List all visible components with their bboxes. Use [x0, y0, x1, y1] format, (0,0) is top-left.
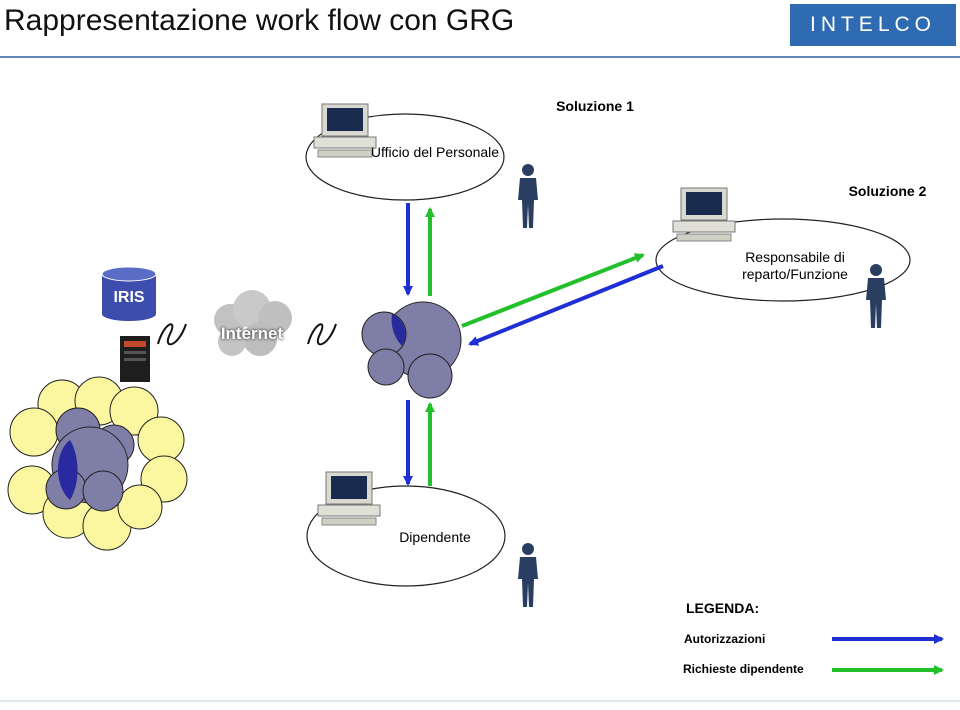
manager-computer-icon	[672, 187, 736, 242]
employee-computer-icon	[317, 471, 381, 526]
hr-office-label: Ufficio del Personale	[370, 144, 500, 160]
server-icon	[120, 336, 150, 382]
page-title: Rappresentazione work flow con GRG	[4, 4, 515, 37]
cloud-icon	[214, 290, 292, 356]
solution-1-label: Soluzione 1	[556, 98, 634, 114]
hr-person-icon	[518, 164, 538, 228]
employee-label: Dipendente	[399, 529, 471, 545]
employee-ellipse	[306, 485, 506, 587]
squiggle-left-icon	[157, 323, 187, 346]
hr-office-ellipse	[305, 113, 505, 201]
central-bubble-cluster	[361, 301, 462, 399]
manager-label: Responsabile di reparto/Funzione	[742, 249, 848, 282]
legend-authorization-label: Autorizzazioni	[684, 632, 766, 646]
legend-title: LEGENDA:	[686, 600, 760, 616]
manager-ellipse	[655, 218, 911, 302]
employee-person-icon	[518, 543, 538, 607]
left-bubble-cluster	[7, 376, 188, 551]
request-arrow-to-manager	[461, 253, 645, 328]
database-icon	[101, 266, 157, 321]
footer-divider	[0, 700, 960, 702]
solution-2-label: Soluzione 2	[848, 183, 927, 199]
header-divider	[0, 56, 960, 58]
squiggle-right-icon	[307, 323, 337, 346]
legend-request-label: Richieste dipendente	[683, 662, 804, 676]
database-label: IRIS	[113, 289, 145, 306]
intelco-logo: INTELCO	[790, 4, 956, 46]
internet-label: Internet	[220, 324, 284, 343]
authorization-arrow-from-manager	[468, 264, 664, 346]
